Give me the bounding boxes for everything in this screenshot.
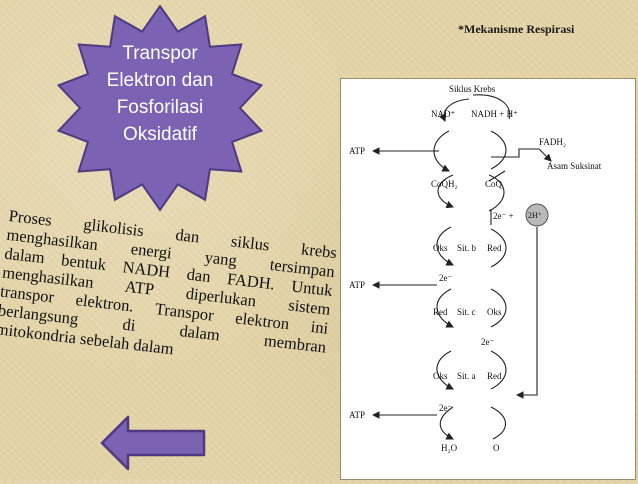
- label-2h-circle: 2H⁺: [528, 211, 542, 220]
- label-coq: CoQ: [485, 179, 503, 189]
- label-red-b: Red: [487, 243, 502, 253]
- label-2e-1: 2e⁻: [439, 273, 452, 283]
- slide-title: Transpor Elektron dan Fosforilasi Oksida…: [38, 40, 282, 148]
- label-asam-suksinat: Asam Suksinat: [547, 161, 602, 171]
- title-line-1: Transpor: [122, 43, 198, 64]
- title-line-3: Fosforilasi: [116, 97, 204, 118]
- header-note: *Mekanisme Respirasi: [458, 22, 575, 36]
- electron-transport-diagram: Siklus Krebs NAD⁺ NADH + H⁺ FADH₂ Asam S…: [340, 78, 636, 480]
- label-oks-a: Oks: [433, 371, 448, 381]
- label-red-a: Red: [487, 371, 502, 381]
- label-sit-c: Sit. c: [457, 307, 476, 317]
- label-red-c: Red: [433, 307, 448, 317]
- label-nad: NAD⁺: [431, 109, 455, 119]
- label-2e-2: 2e⁻: [481, 337, 494, 347]
- label-oks-c: Oks: [487, 307, 502, 317]
- star-shape: [56, 4, 264, 212]
- left-arrow-icon[interactable]: [100, 414, 208, 472]
- label-atp-1: ATP: [349, 146, 365, 156]
- label-oks-b: Oks: [433, 243, 448, 253]
- label-h2o: H₂O: [441, 443, 458, 453]
- title-star: Transpor Elektron dan Fosforilasi Oksida…: [38, 2, 282, 214]
- label-o: O: [493, 443, 500, 453]
- back-button[interactable]: [100, 414, 208, 472]
- title-line-4: Oksidatif: [123, 124, 197, 145]
- label-nadh: NADH + H⁺: [471, 109, 518, 119]
- label-2e-3: 2e⁻: [439, 403, 452, 413]
- label-2e-plus: 2e⁻ +: [493, 211, 514, 221]
- title-line-2: Elektron dan: [106, 70, 214, 91]
- label-sit-a: Sit. a: [457, 371, 476, 381]
- proton-circle: [525, 203, 549, 227]
- label-atp-2: ATP: [349, 280, 365, 290]
- label-coqh2: CoQH₂: [431, 179, 458, 189]
- label-atp-3: ATP: [349, 410, 365, 420]
- label-fadh2: FADH₂: [539, 137, 566, 147]
- body-paragraph: Proses glikolisis dan siklus krebs mengh…: [0, 206, 338, 376]
- label-sit-b: Sit. b: [457, 243, 477, 253]
- label-krebs: Siklus Krebs: [449, 84, 496, 94]
